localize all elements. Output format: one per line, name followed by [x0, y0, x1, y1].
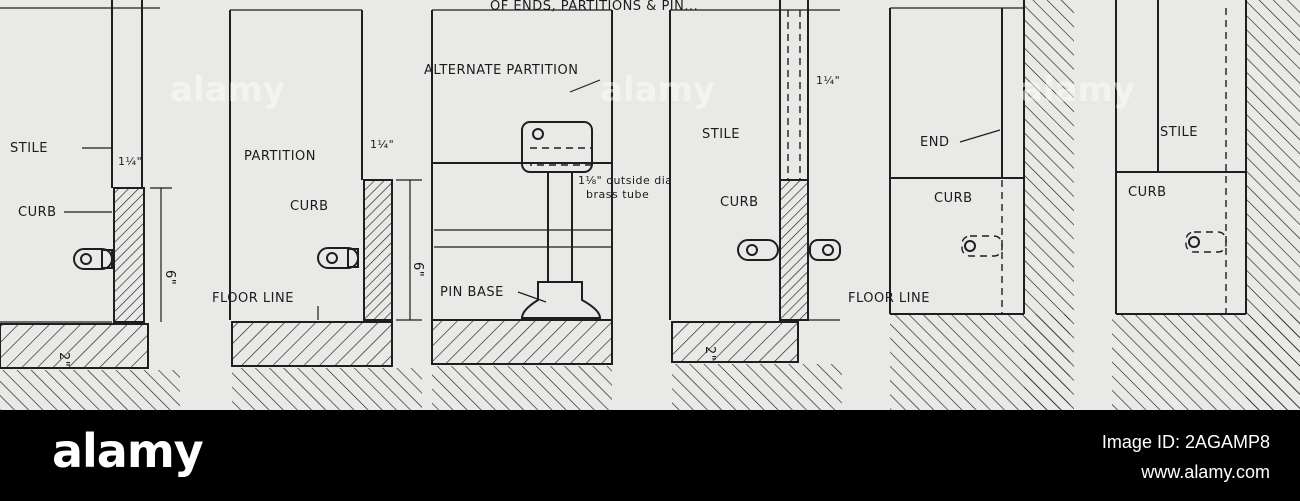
dim-two-1: 2"	[56, 352, 71, 367]
curb-section	[779, 179, 809, 321]
top-caption: OF ENDS, PARTITIONS & PIN...	[490, 0, 698, 14]
pin-bracket	[521, 121, 593, 173]
label-floor-line-1: FLOOR LINE	[212, 291, 294, 306]
label-end: END	[920, 135, 949, 150]
ground-hatch	[0, 370, 180, 410]
bracket-pair	[737, 239, 841, 261]
ground-hatch	[432, 366, 612, 410]
dim-quarter-2: 1¼"	[370, 138, 394, 151]
floor-slab	[432, 320, 612, 364]
panel-end-section: END CURB FLOOR LINE	[848, 0, 1074, 410]
label-tube-note-2: brass tube	[586, 188, 649, 201]
label-floor-line-2: FLOOR LINE	[848, 291, 930, 306]
dim-quarter-1: 1¼"	[118, 155, 142, 168]
label-tube-note-1: 1⅛" outside dia	[578, 174, 673, 187]
bracket	[1185, 231, 1227, 253]
alamy-logo: alamy	[52, 424, 204, 478]
ground-hatch	[1112, 314, 1300, 410]
floor-slab	[0, 324, 148, 368]
technical-drawing: OF ENDS, PARTITIONS & PIN... 6" 1¼" 2" S…	[0, 0, 1300, 410]
panel-stile-variant: STILE CURB 1¼" 2"	[669, 0, 842, 410]
label-alternate-partition: ALTERNATE PARTITION	[424, 63, 578, 78]
dim-two-2: 2"	[702, 346, 717, 361]
label-partition: PARTITION	[244, 149, 316, 164]
stock-footer: alamy Image ID: 2AGAMP8 www.alamy.com	[0, 410, 1300, 501]
ground-hatch	[232, 368, 422, 410]
curb-section	[113, 187, 145, 323]
site-url-label: www.alamy.com	[1141, 462, 1270, 482]
dim-six-2: 6"	[410, 262, 425, 277]
label-curb-5: CURB	[1128, 185, 1167, 200]
panel-stile-section: 6" 1¼" 2" STILE CURB	[0, 0, 180, 410]
label-curb-4: CURB	[934, 191, 973, 206]
label-stile-2: STILE	[702, 127, 740, 142]
floor-slab	[672, 322, 798, 362]
partition-bracket	[317, 247, 359, 269]
label-curb-2: CURB	[290, 199, 329, 214]
bracket	[961, 235, 1003, 257]
label-curb-1: CURB	[18, 205, 57, 220]
partition-bracket	[73, 248, 113, 270]
label-stile-3: STILE	[1160, 125, 1198, 140]
pin-base-shape	[520, 281, 602, 319]
dim-quarter-3: 1¼"	[816, 74, 840, 87]
label-stile-1: STILE	[10, 141, 48, 156]
label-curb-3: CURB	[720, 195, 759, 210]
image-id-label: Image ID: 2AGAMP8	[1101, 432, 1270, 452]
label-pin-base: PIN BASE	[440, 285, 504, 300]
brass-tube	[547, 171, 573, 283]
panel-alternate-partition: ALTERNATE PARTITION 1⅛" outside dia bras…	[424, 9, 673, 410]
ground-hatch	[890, 314, 1070, 410]
floor-slab	[232, 322, 392, 366]
curb-section	[363, 179, 393, 321]
ground-hatch	[672, 364, 842, 410]
panel-partition-section: 6" 1¼" PARTITION CURB FLOOR LINE	[212, 9, 425, 410]
dim-six-1: 6"	[162, 270, 177, 285]
panel-stile-end: STILE CURB	[1112, 0, 1300, 410]
